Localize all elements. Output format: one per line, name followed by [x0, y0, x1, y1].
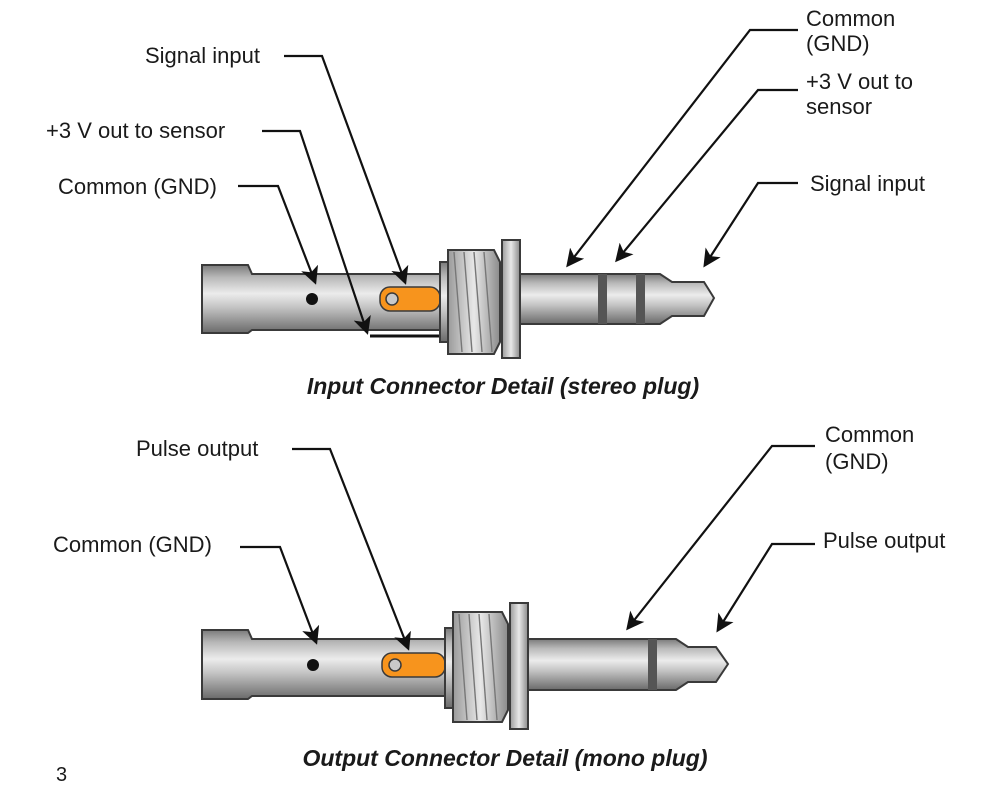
input-leader-common-left [238, 184, 319, 285]
input-thread [447, 249, 501, 355]
output-leaders [240, 444, 815, 651]
input-solder-hole [385, 292, 399, 306]
page-number: 3 [56, 764, 67, 786]
input-caption: Input Connector Detail (stereo plug) [307, 373, 699, 399]
input-label-v3-right-1: +3 V out to [806, 69, 913, 94]
output-ground-dot [307, 659, 319, 671]
input-washer [501, 239, 521, 359]
input-label-signal-left: Signal input [145, 43, 260, 68]
input-label-v3-right-2: sensor [806, 94, 872, 119]
input-leader-v3-left [262, 129, 371, 335]
input-leader-signal-left [284, 54, 409, 285]
output-label-common-right-1: Common [825, 422, 914, 447]
input-ground-dot [306, 293, 318, 305]
input-leader-common-right [566, 28, 798, 268]
output-leader-common-right [626, 444, 815, 631]
output-leader-common-left [240, 545, 320, 645]
input-label-common-right-1: Common [806, 6, 895, 31]
input-ring-band-1 [598, 274, 607, 324]
input-leaders [238, 28, 798, 335]
input-label-common-right-2: (GND) [806, 31, 870, 56]
input-thread-lines [453, 251, 493, 353]
output-label-common-right-2: (GND) [825, 449, 889, 474]
input-leader-v3-right [615, 88, 798, 263]
output-caption: Output Connector Detail (mono plug) [302, 745, 707, 771]
output-label-pulse-right: Pulse output [823, 528, 945, 553]
input-label-v3-left: +3 V out to sensor [46, 118, 225, 143]
output-connector [201, 602, 730, 730]
input-ring-band-2 [636, 274, 645, 324]
output-solder-hole [388, 658, 402, 672]
output-thread [452, 611, 509, 723]
output-sleeve [527, 638, 730, 691]
input-nut-collar [439, 261, 449, 343]
input-leader-signal-right [703, 181, 798, 268]
output-thread-lines [458, 613, 498, 721]
output-washer [509, 602, 529, 730]
output-leader-pulse-right [716, 542, 815, 633]
output-nut-collar [444, 627, 454, 709]
output-ring-band [648, 639, 657, 690]
output-label-pulse-left: Pulse output [136, 436, 258, 461]
input-label-signal-right: Signal input [810, 171, 925, 196]
output-leader-pulse-left [292, 447, 411, 651]
input-label-common-left: Common (GND) [58, 174, 217, 199]
input-connector [201, 239, 716, 359]
input-sleeve [519, 273, 716, 325]
output-label-common-left: Common (GND) [53, 532, 212, 557]
